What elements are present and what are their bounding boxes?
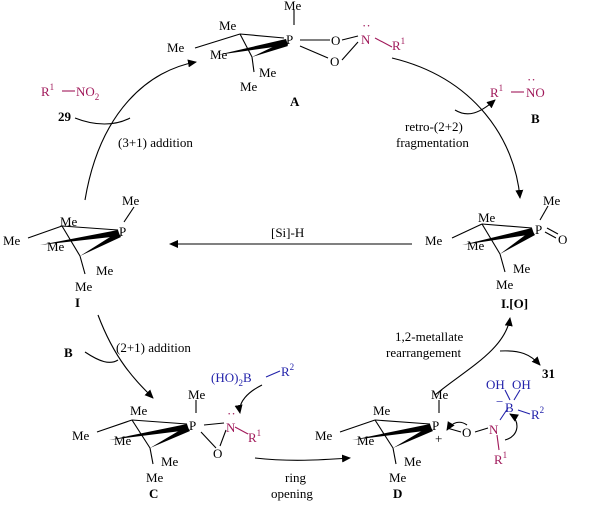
D-oxygen: O <box>462 425 471 440</box>
D-methyl-left: Me <box>315 428 333 443</box>
label-31: 31 <box>542 366 555 381</box>
D-methyl-bottom: Me <box>389 470 407 485</box>
step-silane-reduction: [Si]-H <box>271 225 304 240</box>
I-phosphorus: P <box>119 224 126 239</box>
A-R-group: R1 <box>392 36 405 53</box>
D-methyl-mid: Me <box>357 433 375 448</box>
step-metallate-line2: rearrangement <box>386 345 461 360</box>
nitro-NO2: NO2 <box>76 84 99 102</box>
arrow-B-in <box>84 351 119 363</box>
step-metallate-line1: 1,2-metallate <box>395 329 463 344</box>
A-methyl-left: Me <box>167 40 185 55</box>
IO-oxygen: O <box>558 232 567 247</box>
IO-phosphorus: P <box>535 222 542 237</box>
nitro-R: R1 <box>41 82 54 99</box>
step-retro-line2: fragmentation <box>396 135 469 150</box>
arrow-29-in <box>74 117 131 125</box>
label-I-O: I.[O] <box>501 296 528 311</box>
IO-methyl-mid: Me <box>467 238 485 253</box>
structure-C <box>96 400 249 465</box>
C-boronic-acid: (HO)2B <box>211 370 252 388</box>
step-ring-line2: opening <box>271 486 313 501</box>
A-methyl-top: Me <box>219 18 237 33</box>
IO-methyl-top: Me <box>478 210 496 225</box>
D-nitrogen: N <box>489 422 499 437</box>
C-methyl-left: Me <box>72 428 90 443</box>
IO-methyl-left: Me <box>425 233 443 248</box>
D-plus-charge: + <box>435 431 442 446</box>
arrow-I-to-C <box>97 314 154 399</box>
A-lone-pair: ·· <box>362 18 371 33</box>
structure-I <box>27 206 135 275</box>
A-P-methyl: Me <box>284 0 302 13</box>
label-B-top: B <box>531 111 540 126</box>
A-methyl-mid: Me <box>210 47 228 62</box>
A-phosphorus: P <box>286 32 293 47</box>
C-R1: R1 <box>248 428 261 445</box>
structure-I-O <box>451 205 559 273</box>
A-methyl-bottom: Me <box>240 79 258 94</box>
D-boron-minus: − <box>496 394 503 409</box>
arrow-A-to-IO <box>391 57 524 199</box>
label-A: A <box>290 94 300 109</box>
arrow-D-to-IO <box>434 317 513 396</box>
C-nitrogen: N <box>226 420 236 435</box>
structure-A <box>194 10 393 73</box>
step-retro-line1: retro-(2+2) <box>405 119 463 134</box>
arrow-B-out <box>454 99 496 115</box>
I-methyl-left: Me <box>3 233 21 248</box>
arrow-I-to-A <box>84 59 197 201</box>
D-P-methyl: Me <box>431 387 449 402</box>
D-R2: R2 <box>531 405 544 422</box>
nitroso-NO: NO <box>526 85 545 100</box>
I-methyl-mid: Me <box>47 239 65 254</box>
C-methyl-bottom: Me <box>146 470 164 485</box>
D-R1: R1 <box>494 450 507 467</box>
label-I: I <box>75 295 80 310</box>
A-methyl-right: Me <box>259 65 277 80</box>
D-hydroxyl-1: OH <box>486 377 505 392</box>
I-P-methyl: Me <box>122 193 140 208</box>
nitroso-R: R1 <box>490 83 503 100</box>
IO-P-methyl: Me <box>543 193 561 208</box>
nitroso-lone-pair: ·· <box>527 72 536 87</box>
structure-D <box>339 389 531 465</box>
D-hydroxyl-2: OH <box>512 377 531 392</box>
D-boron: B <box>505 400 514 415</box>
D-phosphorus: P <box>432 418 439 433</box>
IO-methyl-bottom: Me <box>496 277 514 292</box>
D-methyl-top: Me <box>373 403 391 418</box>
C-P-methyl: Me <box>188 387 206 402</box>
IO-methyl-right: Me <box>513 261 531 276</box>
C-oxygen: O <box>213 446 222 461</box>
curly-arrow-borane <box>234 384 263 414</box>
step-3-1-addition: (3+1) addition <box>118 135 193 150</box>
C-methyl-top: Me <box>130 403 148 418</box>
step-ring-line1: ring <box>285 470 306 485</box>
A-nitrogen: N <box>361 32 371 47</box>
arrow-C-to-D <box>254 454 351 463</box>
label-C: C <box>149 486 158 501</box>
C-methyl-mid: Me <box>114 433 132 448</box>
I-methyl-right: Me <box>96 263 114 278</box>
A-oxygen-1: O <box>331 33 340 48</box>
A-oxygen-2: O <box>330 54 339 69</box>
D-methyl-right: Me <box>404 454 422 469</box>
I-methyl-top: Me <box>60 214 78 229</box>
curly-arrow-N-B <box>504 413 519 441</box>
label-B-reagent: B <box>64 345 73 360</box>
C-methyl-right: Me <box>161 454 179 469</box>
I-methyl-bottom: Me <box>75 279 93 294</box>
arrow-31-out <box>499 350 541 366</box>
C-R2: R2 <box>281 362 294 379</box>
label-29: 29 <box>58 109 72 124</box>
step-2-1-addition: (2+1) addition <box>116 340 191 355</box>
label-D: D <box>393 486 402 501</box>
C-phosphorus: P <box>189 418 196 433</box>
C-lone-pair: ·· <box>227 406 236 421</box>
